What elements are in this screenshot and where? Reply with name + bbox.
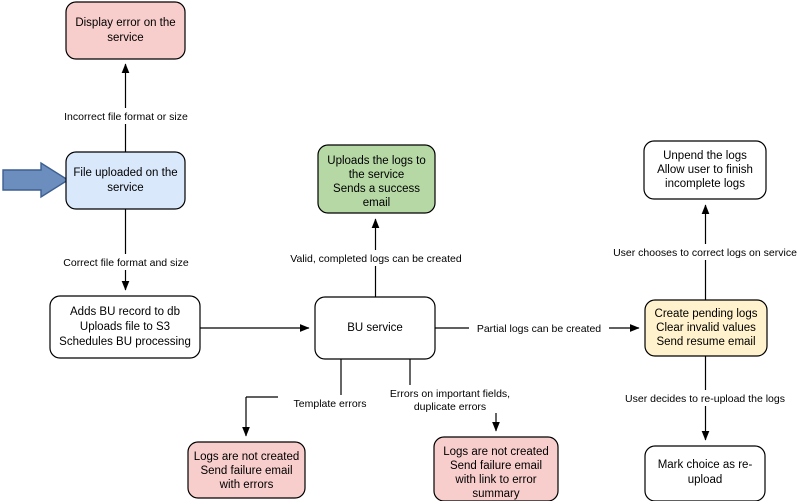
node-shape — [644, 299, 768, 357]
node-label-line: the service — [349, 169, 405, 181]
node-label-line: Mark choice as re- — [658, 459, 753, 471]
node-label-line: Sends a success — [333, 183, 420, 195]
node-label-line: service — [107, 32, 143, 44]
node-logs-not-created-template[interactable]: Logs are not created Send failure email … — [187, 441, 306, 499]
edge-label-text: duplicate errors — [414, 401, 486, 413]
node-label-line: Send failure email — [200, 465, 292, 477]
node-file-uploaded[interactable]: File uploaded on the service — [65, 151, 186, 210]
edge-label-user-reupload: User decides to re-upload the logs — [617, 390, 793, 406]
entry-block-arrow[interactable] — [2, 161, 70, 199]
node-uploads-logs[interactable]: Uploads the logs to the service Sends a … — [317, 144, 436, 214]
node-label-line: service — [107, 182, 143, 194]
edge-label-text: Correct file format and size — [63, 257, 189, 269]
edge-label-text: Template errors — [294, 398, 367, 410]
edge-label-text: Valid, completed logs can be created — [290, 253, 462, 265]
node-label-line: summary — [472, 488, 520, 500]
node-display-error[interactable]: Display error on the service — [65, 1, 186, 60]
node-label-line: Send failure email — [450, 460, 542, 472]
edge-label-errors-important-fields: Errors on important fields, duplicate er… — [383, 385, 519, 413]
node-shape — [65, 1, 186, 60]
node-label-line: Display error on the — [75, 17, 175, 29]
node-label-line: Uploads file to S3 — [80, 321, 170, 333]
node-bu-service[interactable]: BU service — [314, 296, 436, 360]
node-label-line: Clear invalid values — [656, 322, 756, 334]
node-unpend-logs[interactable]: Unpend the logs Allow user to finish inc… — [643, 140, 767, 200]
edge-label-text: Partial logs can be created — [477, 323, 601, 335]
node-label-line: Logs are not created — [443, 446, 549, 458]
edge-label-text: Errors on important fields, — [390, 388, 510, 400]
node-label-line: Logs are not created — [194, 451, 300, 463]
node-label-line: with link to error — [454, 474, 536, 486]
node-shape — [644, 445, 766, 501]
node-label-line: upload — [688, 474, 723, 486]
node-logs-not-created-summary[interactable]: Logs are not created Send failure email … — [433, 436, 559, 501]
edge-label-user-corrects-logs: User chooses to correct logs on service — [604, 244, 801, 260]
node-mark-choice-reupload[interactable]: Mark choice as re- upload — [644, 445, 766, 501]
node-shape — [65, 151, 186, 210]
edge-label-template-errors: Template errors — [287, 395, 373, 410]
node-shape — [433, 436, 559, 501]
edge-label-partial-logs: Partial logs can be created — [469, 320, 609, 336]
node-shape — [187, 441, 306, 499]
edge-labels-layer: Incorrect file format or size Correct fi… — [58, 108, 801, 413]
node-adds-bu-record[interactable]: Adds BU record to db Uploads file to S3 … — [49, 295, 201, 359]
node-label-line: Create pending logs — [655, 308, 758, 320]
node-label-line: incomplete logs — [665, 178, 745, 190]
node-label-line: Unpend the logs — [663, 150, 747, 162]
block-arrow-shape — [2, 161, 70, 199]
node-shape — [643, 140, 767, 200]
edge-label-incorrect-format: Incorrect file format or size — [58, 108, 195, 124]
node-label-line: Adds BU record to db — [70, 306, 180, 318]
node-label-line: Uploads the logs to — [327, 155, 425, 167]
edge-label-valid-complete-logs: Valid, completed logs can be created — [283, 250, 470, 266]
edge-label-text: User chooses to correct logs on service — [613, 247, 797, 259]
node-create-pending-logs[interactable]: Create pending logs Clear invalid values… — [644, 299, 768, 357]
edge-label-correct-format: Correct file format and size — [58, 254, 195, 270]
node-label-line: email — [363, 197, 390, 209]
edge-label-text: Incorrect file format or size — [64, 111, 188, 123]
edge-label-text: User decides to re-upload the logs — [625, 393, 785, 405]
node-label-line: BU service — [347, 322, 403, 334]
node-label-line: with errors — [219, 479, 274, 491]
node-shape — [314, 296, 436, 360]
node-shape — [49, 295, 201, 359]
node-label-line: File uploaded on the — [73, 167, 177, 179]
node-label-line: Send resume email — [656, 336, 755, 348]
node-label-line: Allow user to finish — [657, 164, 753, 176]
node-shape — [317, 144, 436, 214]
node-label-line: Schedules BU processing — [59, 336, 191, 348]
